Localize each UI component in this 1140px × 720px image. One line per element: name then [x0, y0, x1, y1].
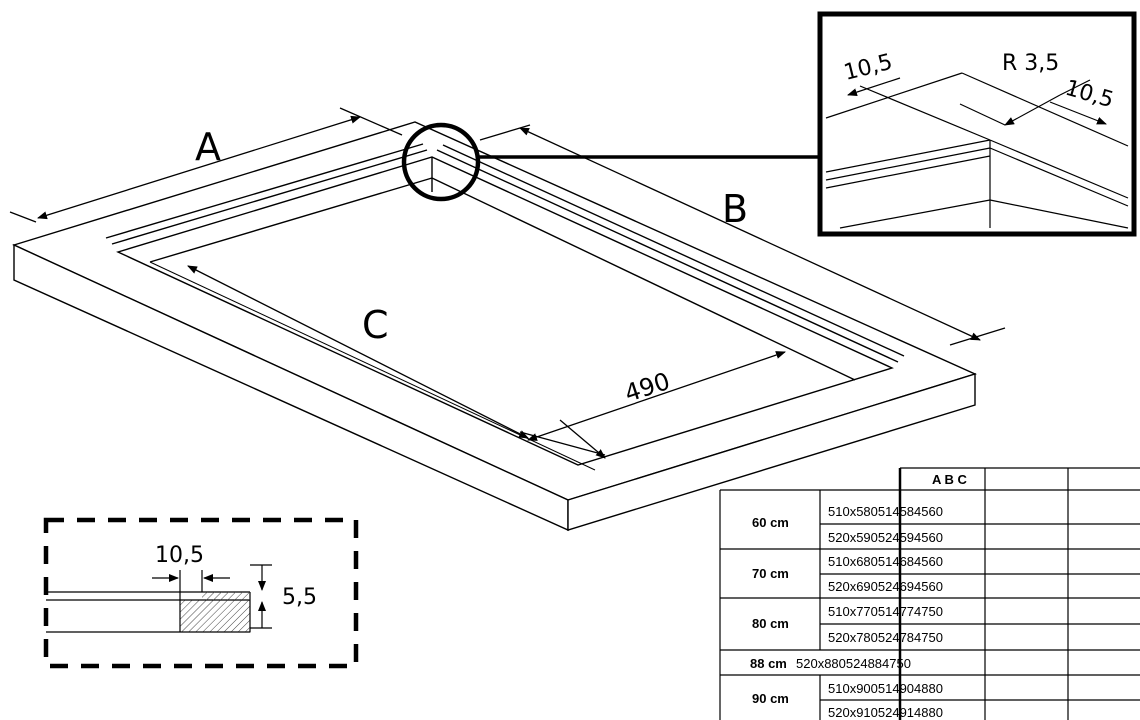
table-size: 80 cm — [752, 616, 789, 631]
dimension-c — [187, 265, 529, 439]
table-cell: 510x770514774750 — [828, 604, 943, 619]
table-size: 88 cm — [750, 656, 787, 671]
size-table: A B C 60 cm 510x580514584560 520x5905245… — [719, 467, 1140, 720]
table-size: 60 cm — [752, 515, 789, 530]
table-size: 90 cm — [752, 691, 789, 706]
table-cell: 520x690524694560 — [828, 579, 943, 594]
table-cell: 520x590524594560 — [828, 530, 943, 545]
dimension-a — [9, 107, 403, 223]
table-cell: 520x910524914880 — [828, 705, 943, 720]
table-header: A B C — [932, 472, 968, 487]
detail-inset: 10,5 R 3,5 10,5 — [817, 11, 1137, 237]
label-c: C — [362, 303, 389, 347]
inset-radius: R 3,5 — [1002, 51, 1059, 76]
section-dim-width: 10,5 — [155, 543, 204, 568]
table-cell: 510x580514584560 — [828, 504, 943, 519]
section-dim-height: 5,5 — [282, 585, 317, 610]
table-size: 70 cm — [752, 566, 789, 581]
label-a: A — [195, 125, 221, 169]
dimension-490 — [519, 351, 786, 459]
table-cell: 520x780524784750 — [828, 630, 943, 645]
table-cell: 520x880524884750 — [796, 656, 911, 671]
dimension-b — [479, 124, 1006, 346]
table-cell: 510x900514904880 — [828, 681, 943, 696]
section-detail: 10,5 5,5 — [43, 517, 359, 669]
detail-callout — [401, 122, 820, 202]
table-cell: 510x680514684560 — [828, 554, 943, 569]
label-b: B — [722, 187, 748, 231]
